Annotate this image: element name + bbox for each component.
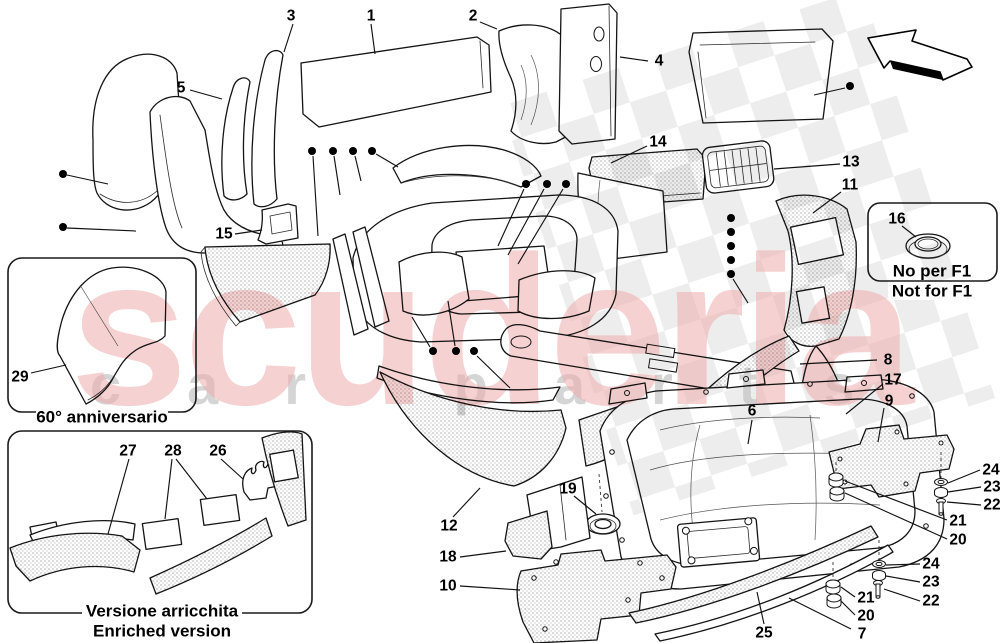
part-strip-left-b <box>352 226 390 328</box>
part-5-strip <box>221 77 251 201</box>
callout-label-10: 10 <box>439 578 456 595</box>
callout-label-6: 6 <box>748 403 757 420</box>
enriched-caption-line1: Versione arricchita <box>86 602 239 621</box>
part-quarter-disc-mat <box>200 243 331 327</box>
leader-lines <box>30 21 982 630</box>
part-10-floor-mat <box>516 549 677 643</box>
watermark-checker-flag <box>500 0 996 516</box>
f1-box <box>867 202 998 282</box>
callout-label-25: 25 <box>755 625 773 642</box>
fastener-bolt-stack-lower <box>872 540 886 599</box>
callout-label-26: 26 <box>209 443 227 460</box>
callout-label-2: 2 <box>469 8 478 25</box>
part-18-brackets <box>504 476 591 560</box>
watermark-subword: car parts <box>90 353 921 416</box>
callout-label-23: 23 <box>983 479 1000 496</box>
part-enriched-band <box>149 517 273 595</box>
callout-label-20: 20 <box>949 532 966 549</box>
callout-label-14: 14 <box>649 134 667 151</box>
f1-caption-line1: No per F1 <box>893 262 971 281</box>
callout-label-27: 27 <box>119 443 136 460</box>
callout-label-12: 12 <box>440 518 457 535</box>
part-wedge-left <box>398 251 470 316</box>
f1-caption-bg <box>888 282 978 300</box>
part-3-strip <box>251 49 284 208</box>
callout-label-22: 22 <box>922 593 939 610</box>
part-28-pad-b <box>199 493 241 527</box>
fastener-nuts-21-20-upper <box>828 472 845 502</box>
callout-label-24: 24 <box>982 462 1000 479</box>
callout-label-15: 15 <box>215 226 233 243</box>
callout-label-21: 21 <box>949 513 967 530</box>
callout-label-7: 7 <box>858 626 867 643</box>
anniversario-caption-bg <box>36 407 168 427</box>
part-27-bumper-band <box>9 532 141 582</box>
anniversario-caption: 60° anniversario <box>36 408 168 427</box>
connection-dots <box>59 82 854 389</box>
callout-label-16: 16 <box>888 211 906 228</box>
callout-label-28: 28 <box>164 443 182 460</box>
callout-label-20: 20 <box>857 608 874 625</box>
callout-label-21: 21 <box>857 590 875 607</box>
direction-arrow-icon <box>867 29 973 81</box>
enriched-caption-bg <box>82 601 242 621</box>
callout-label-24: 24 <box>922 556 940 573</box>
part-7-strip <box>654 544 894 642</box>
part-25-seal-strip <box>628 525 879 624</box>
f1-caption-line2: Not for F1 <box>892 282 972 301</box>
part-15-bracket <box>257 203 299 245</box>
part-29-anniversary-panel <box>56 266 167 405</box>
callout-label-19: 19 <box>559 481 577 498</box>
annotation-layer: 60° anniversario Versione arricchita Enr… <box>7 8 1000 643</box>
callout-label-11: 11 <box>842 177 859 194</box>
callout-label-8: 8 <box>884 352 893 369</box>
part-28-pad-a <box>141 517 183 551</box>
callout-label-29: 29 <box>11 369 29 386</box>
fastener-nuts-21-20-lower <box>825 562 842 609</box>
enriched-caption-line2: Enriched version <box>93 622 231 641</box>
callout-label-17: 17 <box>884 372 901 389</box>
watermark: car parts scuderia <box>70 0 996 516</box>
callout-label-1: 1 <box>367 8 376 25</box>
part-1-long-panel <box>300 36 492 128</box>
watermark-word: scuderia <box>70 212 916 449</box>
callout-label-23: 23 <box>922 574 940 591</box>
callout-label-5: 5 <box>177 80 186 97</box>
part-strip-left-a <box>332 233 369 336</box>
fastener-bolt-stack-upper <box>934 478 948 516</box>
part-12-band-main <box>379 371 567 487</box>
callout-label-4: 4 <box>655 53 664 70</box>
callout-label-3: 3 <box>287 8 296 25</box>
part-19-grommet <box>585 473 621 535</box>
callout-label-13: 13 <box>842 154 860 171</box>
enriched-box-parts <box>9 431 307 595</box>
part-enriched-side-panel <box>261 431 307 527</box>
callout-label-22: 22 <box>983 497 1000 514</box>
callout-label-18: 18 <box>439 549 457 566</box>
callout-label-9: 9 <box>885 393 894 410</box>
